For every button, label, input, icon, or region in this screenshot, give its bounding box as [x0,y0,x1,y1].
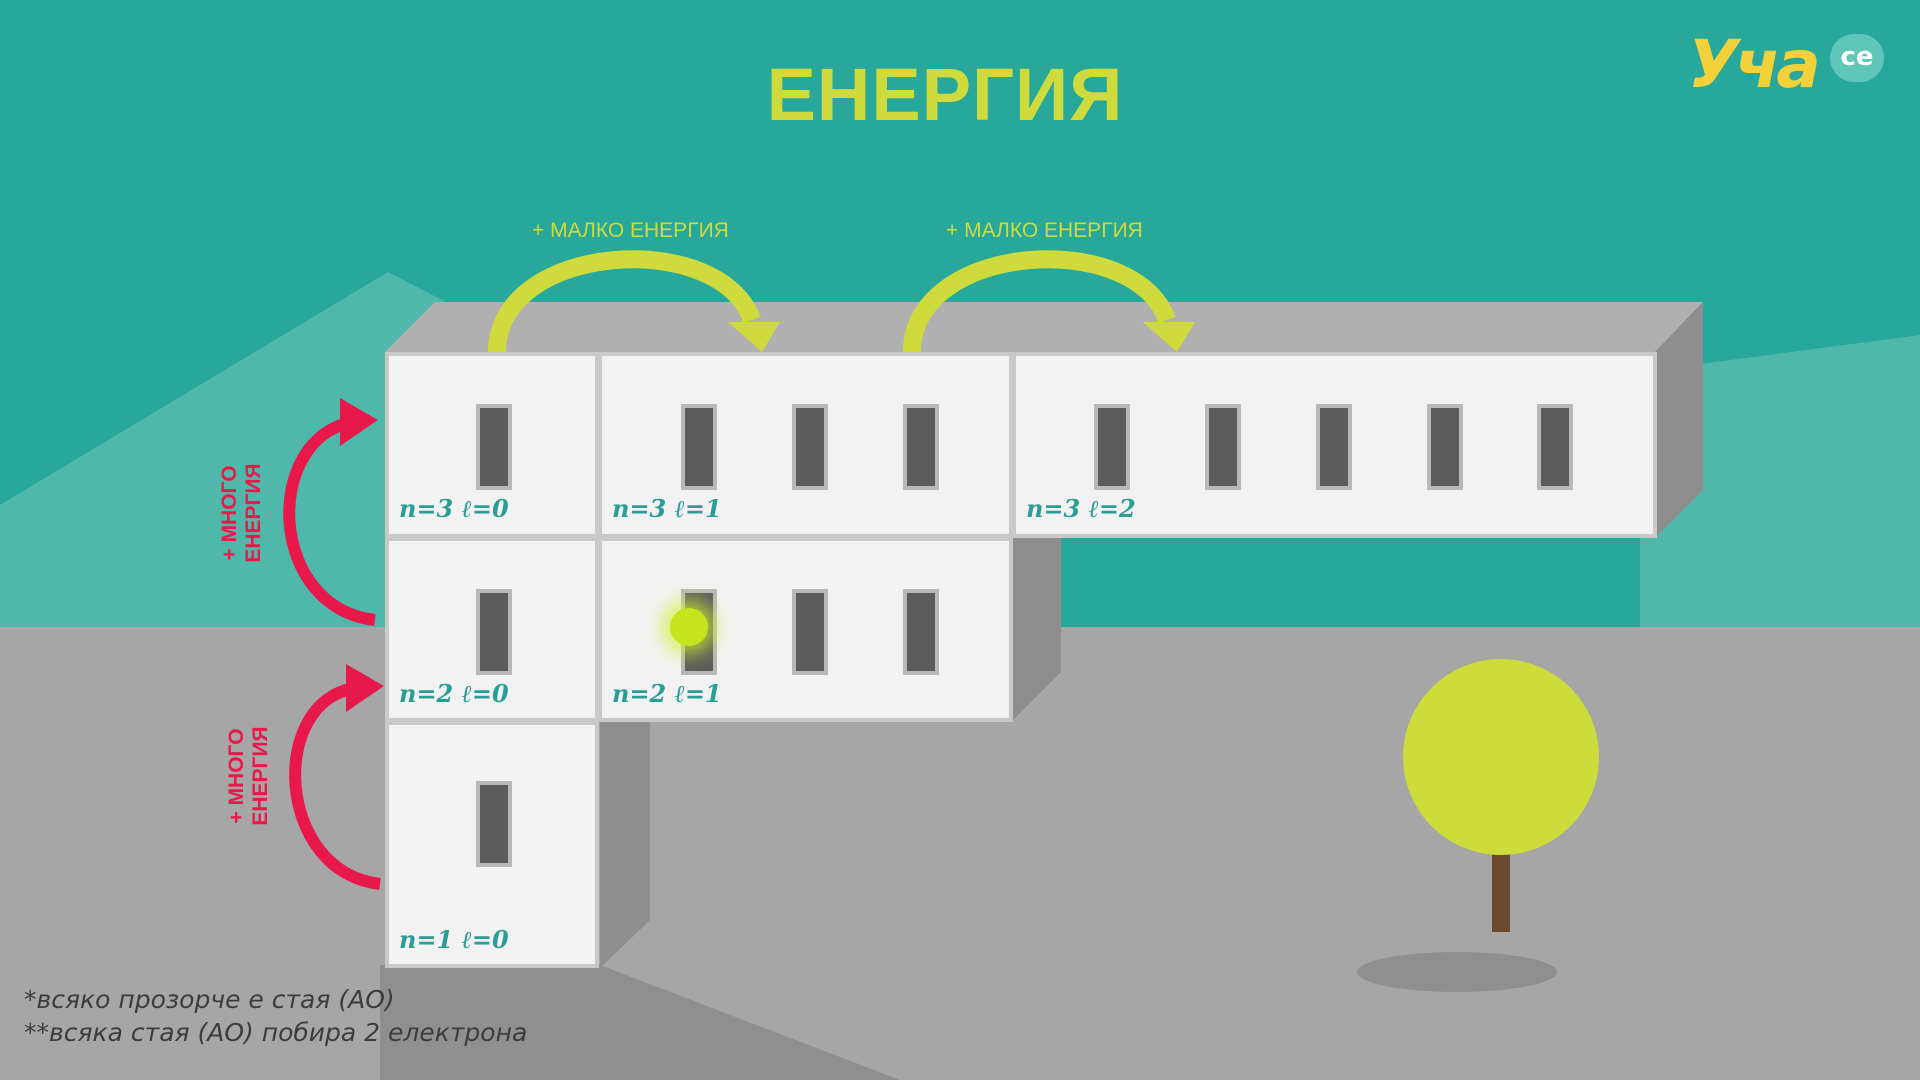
building-roof [385,302,1703,352]
building-side-low [600,720,650,968]
window [681,404,717,490]
tree-trunk [1492,840,1510,932]
room-n3-l2: n=3 ℓ=2 [1012,352,1657,538]
logo-text: Уча [1688,26,1821,103]
room-label: n=3 ℓ=0 [399,494,509,523]
logo-badge: се [1830,34,1884,82]
page-title: ЕНЕРГИЯ [766,53,1124,136]
brand-logo[interactable]: Уча се [1688,26,1898,106]
window [792,404,828,490]
room-n2-l1: n=2 ℓ=1 [598,537,1013,722]
much-energy-label-lower: + МНОГО ЕНЕРГИЯ [225,716,275,836]
arrow-much-energy-lower [289,664,384,890]
building-shadow [380,965,900,1080]
window [1316,404,1352,490]
room-label: n=2 ℓ=0 [399,679,509,708]
small-energy-label-2: + МАЛКО ЕНЕРГИЯ [946,219,1143,242]
arrow-much-energy-upper [283,398,378,626]
room-label: n=3 ℓ=2 [1026,494,1136,523]
arrow-small-energy-1 [488,250,780,353]
room-n1-l0: n=1 ℓ=0 [385,721,599,968]
window [1094,404,1130,490]
window [476,589,512,675]
room-n3-l0: n=3 ℓ=0 [385,352,599,538]
window [792,589,828,675]
window [476,404,512,490]
footnote-2: **всяка стая (АО) побира 2 електрона [24,1018,528,1047]
building-side-mid [1013,538,1061,720]
window [1537,404,1573,490]
room-n2-l0: n=2 ℓ=0 [385,537,599,722]
much-energy-label-upper: + МНОГО ЕНЕРГИЯ [218,453,268,573]
window [903,589,939,675]
window [476,781,512,867]
room-label: n=3 ℓ=1 [612,494,722,523]
much-energy-text-upper: + МНОГО ЕНЕРГИЯ [218,463,265,563]
arrow-small-energy-2 [903,250,1195,353]
room-label: n=1 ℓ=0 [399,925,509,954]
window [1205,404,1241,490]
glowing-dot-icon [670,608,708,646]
window [903,404,939,490]
room-label: n=2 ℓ=1 [612,679,722,708]
tree-shadow [1357,952,1557,992]
window [1427,404,1463,490]
tree-icon [1403,659,1599,855]
room-n3-l1: n=3 ℓ=1 [598,352,1013,538]
small-energy-label-1: + МАЛКО ЕНЕРГИЯ [532,219,729,242]
mountain-right [1640,335,1920,627]
building-side-top [1655,302,1703,538]
much-energy-text-lower: + МНОГО ЕНЕРГИЯ [225,726,272,826]
footnote-1: *всяко прозорче е стая (АО) [24,985,395,1014]
